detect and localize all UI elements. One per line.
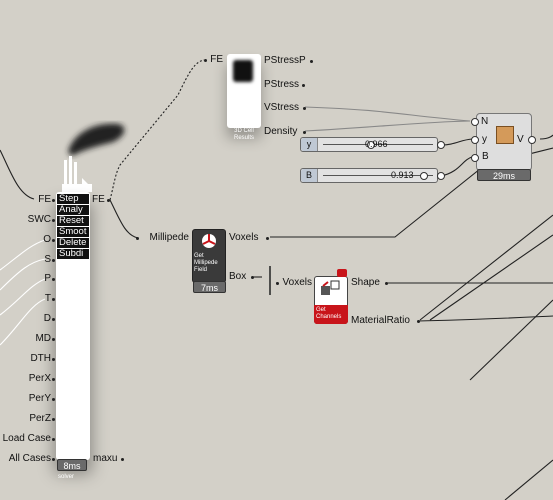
solver-menu-subdivide[interactable]: Subdi (57, 249, 89, 259)
solver-input-fe: FE (38, 194, 51, 205)
slider-y-output[interactable] (437, 141, 445, 149)
field-timer: 7ms (193, 281, 226, 293)
field-output-box: Box (229, 271, 247, 282)
port-dot[interactable] (52, 278, 55, 281)
point-input-y: y (482, 134, 487, 145)
solver-input-p: P (44, 273, 51, 284)
port-dot[interactable] (52, 418, 55, 421)
channels-flag-icon (337, 269, 347, 277)
solver-input-swc: SWC (27, 214, 51, 225)
cell-input-fe: FE (210, 54, 223, 65)
point-output-v: V (517, 134, 524, 145)
port-dot[interactable] (385, 282, 388, 285)
solver-input-t: T (44, 293, 51, 304)
slider-b-output[interactable] (437, 172, 445, 180)
slider-b[interactable]: B 0.913 (300, 168, 438, 183)
field-caption: Get Millipede Field (194, 253, 218, 273)
channels-input-voxels: Voxels (282, 277, 312, 288)
port-dot[interactable] (266, 237, 269, 240)
wire-p-in (0, 278, 46, 316)
channels-output-shape: Shape (351, 277, 380, 288)
solver-input-md: MD (35, 333, 51, 344)
solver-menu-analyse[interactable]: Analy (57, 205, 89, 215)
port-dot[interactable] (52, 458, 55, 461)
slider-y[interactable]: y 0.966 (300, 137, 438, 152)
port-dot[interactable] (52, 358, 55, 361)
slider-b-knob[interactable] (419, 172, 428, 180)
wire-s-in (0, 258, 46, 291)
port-dot[interactable] (52, 318, 55, 321)
cell-output-vstress: VStress (264, 102, 300, 113)
slider-y-key: y (301, 138, 318, 151)
point-input-b: B (482, 151, 489, 162)
cell-output-pstress: PStress (264, 79, 300, 90)
port-dot[interactable] (302, 84, 305, 87)
solver-input-dth: DTH (30, 353, 51, 364)
solver-input-perz: PerZ (29, 413, 51, 424)
port-dot[interactable] (303, 107, 306, 110)
port-dot[interactable] (417, 320, 420, 323)
solver-input-perx: PerX (28, 373, 51, 384)
slider-b-key: B (301, 169, 318, 182)
port-dot[interactable] (204, 59, 207, 62)
wire-t-in (0, 298, 46, 346)
solver-input-load-case: Load Case (2, 433, 51, 444)
solver-input-s: S (44, 254, 51, 265)
port-dot[interactable] (310, 60, 313, 63)
channels-caption: Get Channels (316, 307, 342, 320)
point-input-n: N (481, 116, 489, 127)
port-dot[interactable] (52, 219, 55, 222)
cell-output-density: Density (264, 126, 298, 137)
cell-results-caption: 3D Cell Results (233, 128, 254, 141)
port-dot[interactable] (251, 276, 254, 279)
solver-menu-step[interactable]: Step (57, 194, 89, 204)
port-dot[interactable] (52, 338, 55, 341)
solver-timer: 8ms (57, 459, 87, 471)
slider-y-knob[interactable] (366, 141, 375, 149)
point-input-n-port[interactable] (471, 118, 479, 126)
solver-menu-reset[interactable]: Reset (57, 216, 89, 226)
cell-output-pstressp: PStressP (264, 55, 306, 66)
channels-icon (321, 280, 340, 295)
slider-y-track (323, 144, 433, 145)
smoke-icon (62, 123, 125, 192)
slider-b-value: 0.913 (391, 170, 414, 180)
port-dot[interactable] (121, 458, 124, 461)
solver-input-pery: PerY (28, 393, 51, 404)
solver-menu-smooth[interactable]: Smoot (57, 227, 89, 237)
construct-point-timer: 29ms (477, 169, 531, 181)
port-dot[interactable] (276, 282, 279, 285)
field-icon (202, 234, 216, 248)
solver-output-fe: FE (92, 194, 105, 205)
port-dot[interactable] (52, 298, 55, 301)
solver-output-maxu: maxu (93, 453, 118, 464)
port-dot[interactable] (303, 131, 306, 134)
field-output-voxels: Voxels (229, 232, 259, 243)
solver-input-d: D (43, 313, 51, 324)
point-output-port[interactable] (528, 136, 536, 144)
slider-b-track (323, 175, 433, 176)
port-dot[interactable] (52, 239, 55, 242)
wire-o-in (0, 239, 46, 271)
channels-footer (314, 305, 348, 324)
port-dot[interactable] (52, 259, 55, 262)
wire-fe-in (0, 149, 35, 200)
port-dot[interactable] (52, 398, 55, 401)
solver-caption: solver (58, 474, 75, 480)
port-dot[interactable] (107, 199, 110, 202)
point-input-b-port[interactable] (471, 154, 479, 162)
cube-icon (233, 60, 253, 82)
port-dot[interactable] (136, 237, 139, 240)
box-icon (496, 126, 514, 144)
field-input-millipede: Millipede (149, 232, 189, 243)
port-dot[interactable] (52, 199, 55, 202)
port-dot[interactable] (52, 378, 55, 381)
solver-input-o: O (43, 234, 51, 245)
solver-input-all-cases: All Cases (8, 453, 51, 464)
channels-output-material-ratio: MaterialRatio (351, 315, 410, 326)
solver-menu-delete[interactable]: Delete (57, 238, 89, 248)
port-dot[interactable] (52, 438, 55, 441)
slider-y-value: 0.966 (365, 139, 388, 149)
point-input-y-port[interactable] (471, 136, 479, 144)
